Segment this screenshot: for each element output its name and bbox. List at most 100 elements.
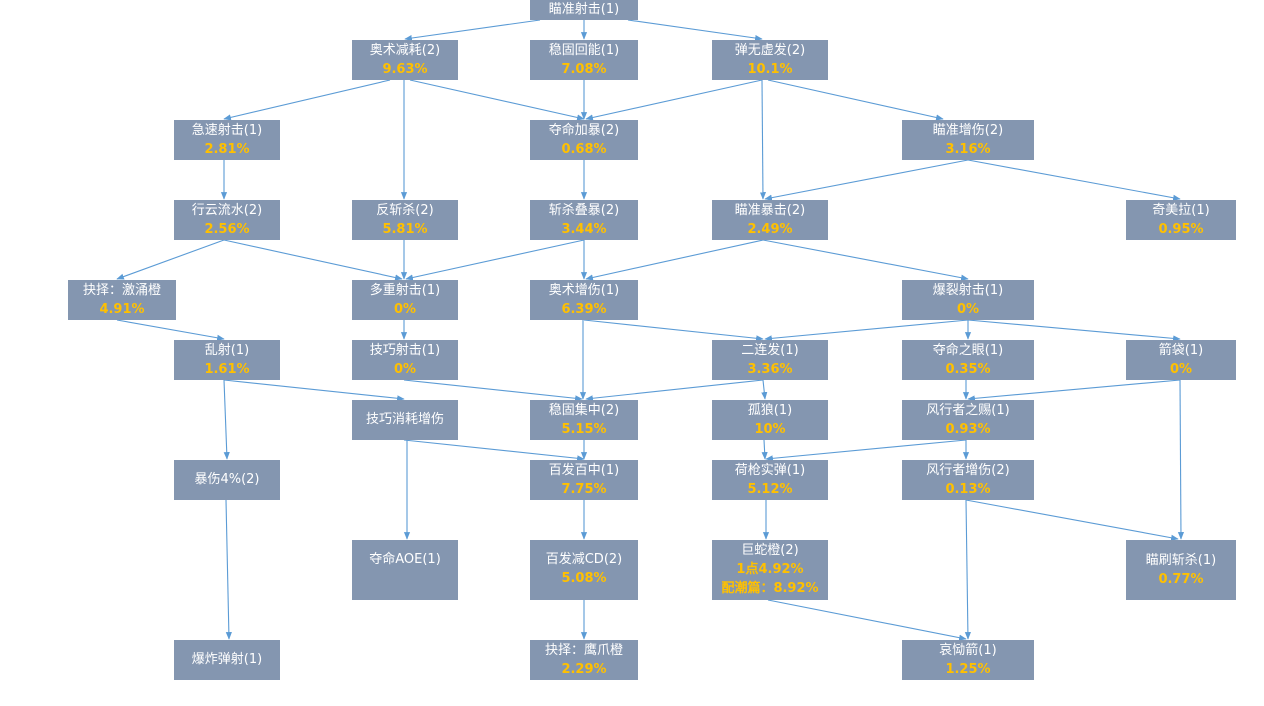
node-value: 2.81% <box>204 141 250 157</box>
node-label: 奥术增伤(1) <box>548 282 620 298</box>
node-execute-crit-stack: 斩杀叠暴(2) 3.44% <box>530 200 638 240</box>
node-value: 0.35% <box>945 361 991 377</box>
node-crit-damage-4: 暴伤4%(2) <box>174 460 280 500</box>
edge-n17-n22 <box>223 379 405 402</box>
edge-n24-n28 <box>761 439 768 460</box>
node-label: 暴伤4%(2) <box>194 472 260 487</box>
edge-n11-n15 <box>585 239 764 281</box>
node-label: 稳固回能(1) <box>548 42 620 58</box>
node-value: 10.1% <box>747 61 793 77</box>
node-multi-shot: 多重射击(1) 0% <box>352 280 458 320</box>
node-value: 0.68% <box>561 141 607 157</box>
node-windrunner-damage: 风行者增伤(2) 0.13% <box>902 460 1034 500</box>
edge-n1-n4 <box>627 19 763 42</box>
node-aim-damage: 瞄准增伤(2) 3.16% <box>902 120 1034 160</box>
node-value: 5.15% <box>561 421 607 437</box>
node-explosive-shot: 爆裂射击(1) 0% <box>902 280 1034 320</box>
node-value: 5.08% <box>561 571 607 586</box>
node-label: 哀恸箭(1) <box>939 642 997 658</box>
node-label: 技巧射击(1) <box>369 342 441 358</box>
node-aim-execute: 瞄刷斩杀(1) 0.77% <box>1126 540 1236 600</box>
node-value: 0% <box>1169 361 1193 377</box>
edge-n7-n11 <box>764 159 969 201</box>
node-double-tap: 二连发(1) 3.36% <box>712 340 828 380</box>
node-choice-surging-legendary: 抉择：激涌橙 4.91% <box>68 280 176 320</box>
node-label: 抉择：激涌橙 <box>82 282 161 298</box>
node-label: 百发减CD(2) <box>545 552 623 567</box>
node-value: 7.75% <box>561 481 607 497</box>
node-value: 0% <box>393 301 417 317</box>
node-label: 夺命AOE(1) <box>369 552 441 567</box>
node-label: 爆炸弹射(1) <box>191 652 263 667</box>
node-deadly-crit: 夺命加暴(2) 0.68% <box>530 120 638 160</box>
node-counter-execute: 反斩杀(2) 5.81% <box>352 200 458 240</box>
node-value: 5.81% <box>382 221 428 237</box>
edge-n16-n19 <box>764 319 969 342</box>
node-label: 技巧消耗增伤 <box>365 412 444 427</box>
node-value: 6.39% <box>561 301 607 317</box>
edge-n29-n36 <box>964 499 971 640</box>
node-value: 0% <box>956 301 980 317</box>
node-value: 0.77% <box>1158 571 1204 587</box>
node-label: 多重射击(1) <box>369 282 441 298</box>
edge-n2-n6 <box>409 79 585 121</box>
node-value: 7.08% <box>561 61 607 77</box>
node-label: 乱射(1) <box>204 342 250 358</box>
node-value: 0.93% <box>945 421 991 437</box>
edge-n8-n14 <box>223 239 403 281</box>
node-label: 急速射击(1) <box>191 122 263 138</box>
edge-n21-n33 <box>1177 379 1185 540</box>
node-value: 2.49% <box>747 221 793 237</box>
node-label: 箭袋(1) <box>1158 342 1204 358</box>
node-value: 4.91% <box>99 301 145 317</box>
edge-n19-n23 <box>585 379 764 402</box>
node-value: 1.25% <box>945 661 991 677</box>
edge-n4-n6 <box>585 79 763 121</box>
node-label: 爆裂射击(1) <box>932 282 1004 298</box>
node-value: 3.44% <box>561 221 607 237</box>
node-label: 风行者增伤(2) <box>926 462 1010 478</box>
edge-n15-n19 <box>583 319 764 342</box>
node-value: 5.12% <box>747 481 793 497</box>
node-chimaera: 奇美拉(1) 0.95% <box>1126 200 1236 240</box>
node-quiver: 箭袋(1) 0% <box>1126 340 1236 380</box>
node-label: 瞄准暴击(2) <box>734 202 806 218</box>
edge-n8-n13 <box>116 239 225 280</box>
node-windrunner-gift: 风行者之赐(1) 0.93% <box>902 400 1034 440</box>
node-bullseye-cd: 百发减CD(2) 5.08% <box>530 540 638 600</box>
node-label: 奇美拉(1) <box>1152 202 1210 218</box>
edge-n19-n24 <box>761 379 768 400</box>
node-label: 巨蛇橙(2) <box>741 543 799 558</box>
node-value: 1.61% <box>204 361 250 377</box>
node-trick-shots: 技巧射击(1) 0% <box>352 340 458 380</box>
edge-n16-n21 <box>967 319 1181 342</box>
edge-n17-n26 <box>223 379 230 460</box>
node-bullseye: 百发百中(1) 7.75% <box>530 460 638 500</box>
node-deadly-aoe: 夺命AOE(1) <box>352 540 458 600</box>
node-value: 3.16% <box>945 141 991 157</box>
node-value: 1点4.92% <box>736 562 804 577</box>
node-deadly-eye: 夺命之眼(1) 0.35% <box>902 340 1034 380</box>
node-label: 瞄准射击(1) <box>548 2 620 17</box>
node-label: 反斩杀(2) <box>376 202 434 218</box>
node-careful-aim: 弹无虚发(2) 10.1% <box>712 40 828 80</box>
edge-n29-n33 <box>965 499 1179 541</box>
edge-n7-n12 <box>967 159 1181 201</box>
node-label: 荷枪实弹(1) <box>734 462 806 478</box>
edge-n4-n11 <box>759 79 767 200</box>
node-barrage: 乱射(1) 1.61% <box>174 340 280 380</box>
edge-n2-n5 <box>223 79 391 121</box>
node-value: 0% <box>393 361 417 377</box>
edge-n32-n36 <box>767 599 967 641</box>
node-label: 抉择：鹰爪橙 <box>544 642 623 658</box>
node-label: 夺命之眼(1) <box>932 342 1004 358</box>
node-label: 风行者之赐(1) <box>926 402 1010 418</box>
node-label: 百发百中(1) <box>548 462 620 478</box>
node-label: 弹无虚发(2) <box>734 42 806 58</box>
node-lone-wolf: 孤狼(1) 10% <box>712 400 828 440</box>
node-serpent-legendary: 巨蛇橙(2) 1点4.92% 配潮篇：8.92% <box>712 540 828 600</box>
node-label: 孤狼(1) <box>747 402 793 418</box>
node-trick-cost-damage: 技巧消耗增伤 <box>352 400 458 440</box>
node-steady-focus: 稳固集中(2) 5.15% <box>530 400 638 440</box>
